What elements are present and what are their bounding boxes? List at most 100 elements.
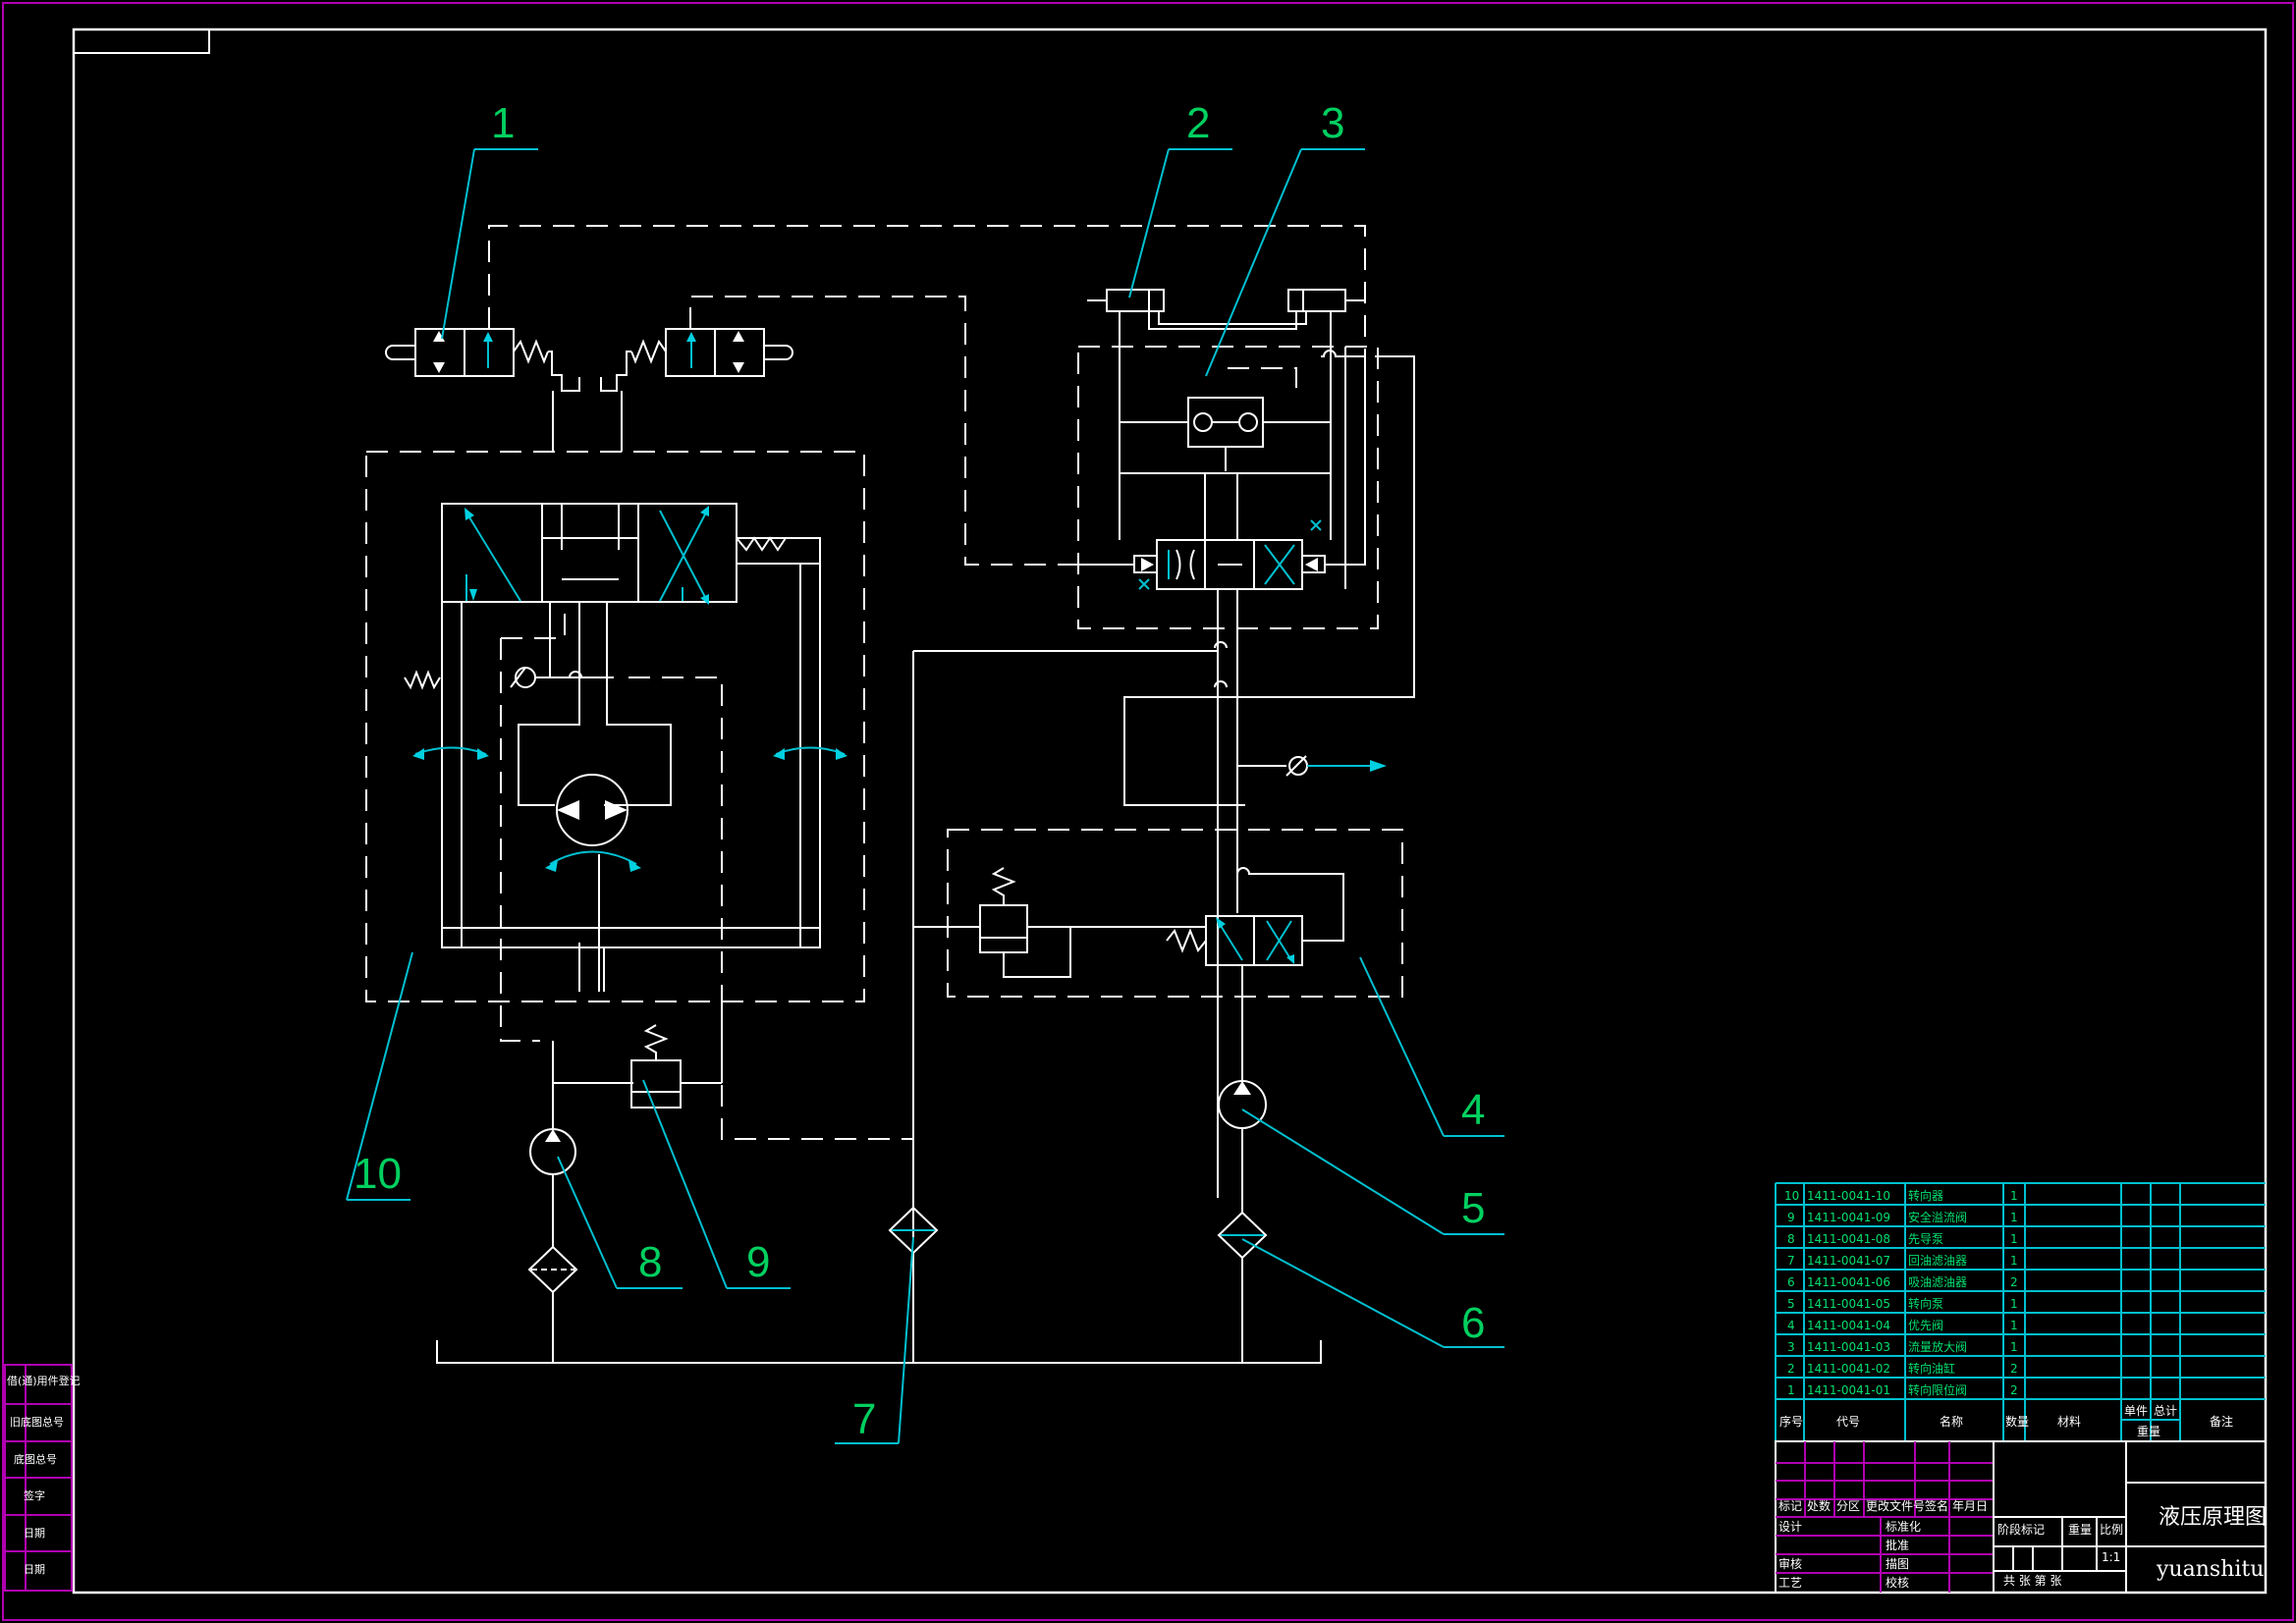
pilot-pump [529,1128,576,1175]
balloon-4: 4 [1461,1086,1485,1134]
role-approve: 批准 [1886,1538,1909,1552]
balloon-10: 10 [354,1150,402,1198]
steering-cylinder-right [1287,289,1365,312]
part-no: 9 [1787,1211,1795,1224]
hdr-no: 序号 [1779,1414,1803,1429]
rev-hdr-3: 更改文件号 [1866,1498,1925,1513]
corner-box [73,28,210,54]
part-name: 转向器 [1908,1188,1943,1203]
priority-pilot [913,867,1206,978]
balloon-3: 3 [1321,99,1344,147]
role-process: 工艺 [1778,1576,1802,1590]
steering-spool-valve [441,503,821,605]
side-label-0: 借(通)用件登记 [7,1374,81,1387]
part-qty: 1 [2010,1297,2018,1311]
hdr-total: 总计 [2154,1404,2177,1418]
hdr-code: 代号 [1836,1415,1860,1429]
balloon-leaders [346,148,1504,1444]
part-qty: 1 [2010,1254,2018,1268]
inner-frame [72,27,2268,1595]
priority-spool [1166,867,1344,966]
steering-cylinder-left [1087,289,1165,312]
part-no: 8 [1787,1232,1795,1246]
pilot-line-top [488,225,1366,391]
part-qty: 1 [2010,1189,2018,1203]
side-label-3: 签字 [24,1488,45,1502]
tank-line [436,1340,1322,1364]
part-no: 5 [1787,1297,1795,1311]
rev-hdr-2: 分区 [1836,1499,1860,1513]
part-code: 1411-0041-10 [1807,1189,1890,1203]
part-code: 1411-0041-01 [1807,1383,1890,1397]
balloon-5: 5 [1461,1184,1485,1232]
hdr-qty: 数量 [2005,1414,2029,1429]
part-qty: 1 [2010,1319,2018,1332]
role-check: 校核 [1886,1575,1909,1590]
parts-table-header: 序号 代号 名称 数量 材料 单件 总计 重量 备注 [1779,1404,2233,1438]
balloon-1: 1 [491,99,515,147]
suction-filter [1217,1211,1268,1260]
steering-motor [545,774,641,872]
ratio-label: 比例 [2100,1523,2123,1537]
role-review: 审核 [1778,1556,1802,1571]
flow-amplifier-spool [1133,519,1326,590]
part-code: 1411-0041-02 [1807,1362,1890,1376]
title-block-grid [1775,1440,2267,1594]
pilot-filter [527,1245,578,1294]
part-no: 7 [1787,1254,1795,1268]
amplifier-valve [1120,367,1331,474]
sheet-label: 共 张 第 张 [2003,1574,2061,1588]
scale-value: 1:1 [2102,1550,2120,1564]
part-name: 吸油滤油器 [1908,1275,1967,1289]
balloon-8: 8 [638,1238,662,1286]
part-name: 流量放大阀 [1908,1339,1967,1354]
part-qty: 1 [2010,1340,2018,1354]
part-qty: 1 [2010,1211,2018,1224]
rev-hdr-0: 标记 [1778,1499,1802,1513]
side-stamp-grid [4,1364,73,1592]
rev-hdr-1: 处数 [1807,1498,1831,1513]
stage-label: 阶段标记 [1997,1522,2045,1537]
part-code: 1411-0041-09 [1807,1211,1890,1224]
drawing-title: 液压原理图 [2159,1505,2267,1530]
side-label-2: 底图总号 [14,1452,57,1466]
part-code: 1411-0041-03 [1807,1340,1890,1354]
limit-valve-right [600,328,793,392]
part-no: 10 [1784,1189,1799,1203]
part-name: 先导泵 [1908,1232,1943,1246]
part-name: 转向油缸 [1908,1361,1955,1376]
limit-valve-left [385,328,580,392]
part-name: 优先阀 [1908,1319,1943,1332]
role-trace: 描图 [1886,1557,1909,1571]
priority-valve-envelope [947,829,1403,998]
relief-valve [630,1024,722,1109]
rev-hdr-5: 年月日 [1952,1499,1988,1513]
rev-hdr-4: 签名 [1925,1498,1948,1513]
part-qty: 2 [2010,1362,2018,1376]
balloon-6: 6 [1461,1299,1485,1347]
side-label-1: 旧底图总号 [10,1415,64,1429]
part-no: 4 [1787,1319,1795,1332]
outlet-check-valve [1237,755,1387,777]
part-code: 1411-0041-08 [1807,1232,1890,1246]
part-name: 转向泵 [1908,1296,1943,1311]
part-name: 安全溢流阀 [1908,1210,1967,1224]
part-code: 1411-0041-06 [1807,1275,1890,1289]
parts-table-grid [1775,1182,2266,1442]
hdr-material: 材料 [2057,1415,2081,1429]
steering-unit-envelope [365,451,865,1002]
part-code: 1411-0041-05 [1807,1297,1890,1311]
balloon-2: 2 [1186,99,1210,147]
watermark: yuanshitu [2156,1557,2264,1582]
parts-table-rows: 10 1411-0041-10 转向器 1 9 1411-0041-09 安全溢… [1784,1188,2018,1397]
part-code: 1411-0041-04 [1807,1319,1890,1332]
hdr-single: 单件 [2124,1404,2148,1418]
part-no: 3 [1787,1340,1795,1354]
part-name: 转向限位阀 [1908,1382,1967,1397]
role-design: 设计 [1778,1520,1802,1534]
hdr-weight: 重量 [2137,1425,2160,1438]
part-no: 1 [1787,1383,1795,1397]
part-code: 1411-0041-07 [1807,1254,1890,1268]
